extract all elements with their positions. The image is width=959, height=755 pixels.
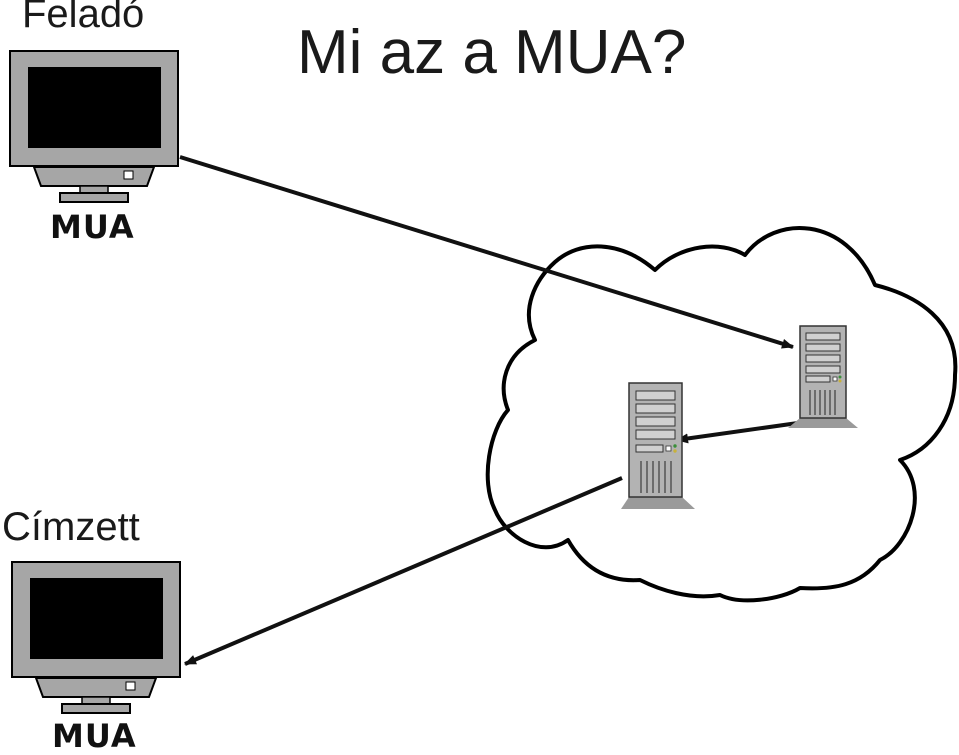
page-title: Mi az a MUA? bbox=[297, 18, 687, 87]
mail-server-2-icon bbox=[621, 382, 695, 509]
sender-mua-label: MUA bbox=[50, 208, 135, 246]
arrow-server-to-server bbox=[676, 420, 806, 444]
sender-label: Feladó bbox=[22, 0, 145, 36]
recipient-label: Címzett bbox=[2, 505, 140, 549]
recipient-mua-label: MUA bbox=[52, 717, 137, 755]
arrow-server-to-recipient bbox=[184, 476, 623, 666]
mail-server-1-icon bbox=[788, 325, 858, 428]
sender-monitor-icon bbox=[9, 50, 179, 203]
network-cloud bbox=[485, 226, 958, 603]
recipient-monitor-icon bbox=[11, 561, 181, 714]
arrow-sender-to-server bbox=[179, 155, 794, 349]
